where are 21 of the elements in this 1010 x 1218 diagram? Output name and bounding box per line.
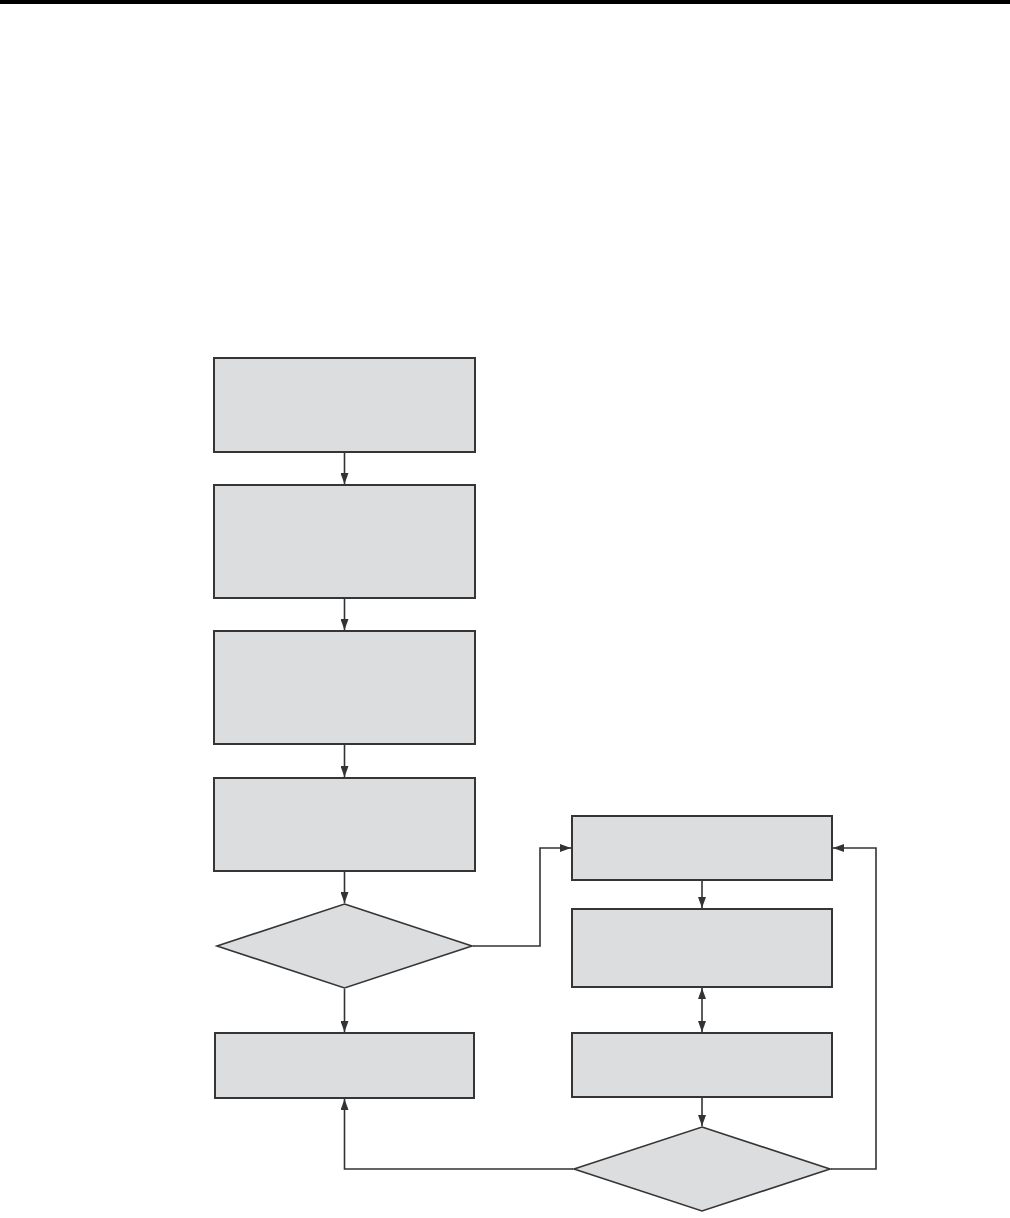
arrow — [340, 598, 349, 631]
arrow — [472, 844, 572, 947]
arrow — [698, 880, 706, 909]
arrow — [340, 1098, 574, 1170]
decision-diamond — [573, 1126, 831, 1212]
process-box — [213, 777, 476, 872]
arrow — [698, 1097, 706, 1127]
process-box — [571, 815, 833, 881]
process-box — [571, 908, 833, 988]
arrow — [340, 988, 349, 1033]
arrow — [830, 844, 877, 1170]
arrow — [340, 871, 349, 904]
arrow — [340, 452, 349, 485]
arrow — [340, 744, 349, 778]
process-box — [571, 1032, 833, 1098]
process-box — [213, 630, 476, 745]
decision-diamond — [216, 903, 473, 989]
process-box — [213, 357, 476, 453]
process-box — [214, 1032, 475, 1099]
process-box — [213, 484, 476, 599]
double-arrow — [698, 987, 706, 1033]
